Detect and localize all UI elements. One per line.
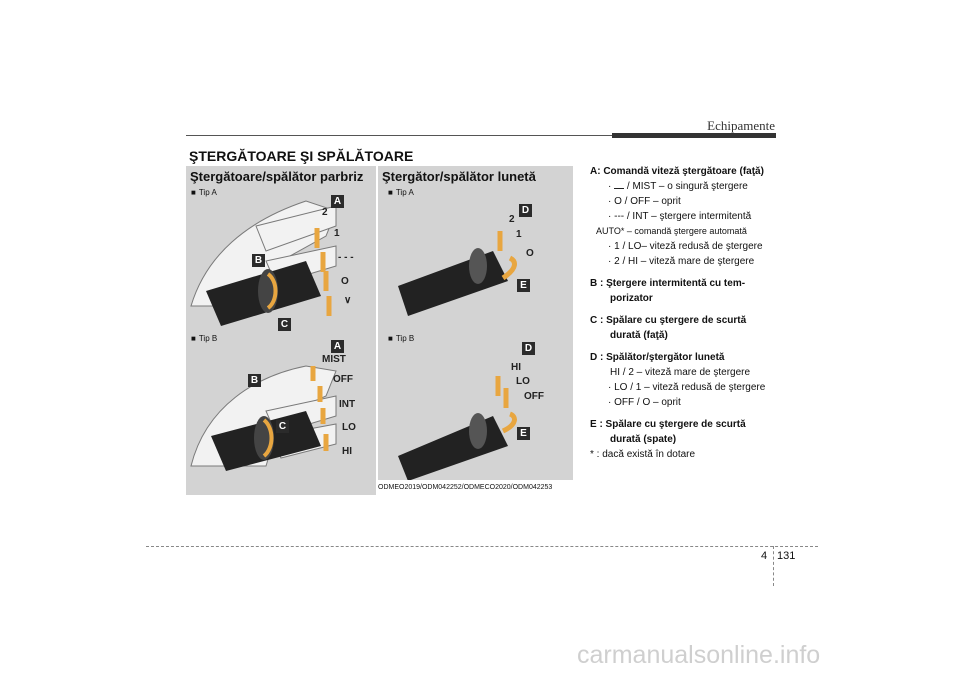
header-section-title: Echipamente: [707, 118, 775, 133]
footer-divider: [773, 546, 774, 586]
front-label-off-b: OFF: [333, 374, 353, 385]
front-label-mist: ∨: [344, 295, 352, 306]
front-letter-c-tip-b: C: [276, 420, 289, 433]
image-code: ODMEO2019/ODM042252/ODMECO2020/ODM042253: [378, 484, 553, 491]
rear-label-off: OFF: [524, 391, 544, 402]
front-letter-a: A: [331, 195, 344, 208]
chapter-number: 4: [761, 550, 768, 562]
rear-letter-e-tip-b: E: [517, 427, 530, 440]
legend-e-cont: durată (spate): [610, 434, 677, 445]
front-letter-a-tip-b: A: [331, 340, 344, 353]
front-label-1: 1: [334, 228, 340, 239]
legend-c: C : Spălare cu ştergere de scurtă: [590, 315, 747, 326]
rear-label-hi: HI: [511, 362, 521, 373]
legend-d-item-2: · LO / 1 – viteză redusă de ştergere: [608, 382, 766, 393]
rear-stalk-illustration: [398, 231, 517, 480]
rear-wiper-panel: Ştergător/spălător lunetă Tip A Tip B D …: [378, 166, 573, 480]
front-letter-b: B: [252, 254, 265, 267]
legend-d-item-3: · OFF / O – oprit: [608, 397, 681, 408]
rear-letter-d-tip-b: D: [522, 342, 535, 355]
rear-tip-b: Tip B: [388, 334, 414, 343]
rear-letter-e: E: [517, 279, 530, 292]
legend-d: D : Spălător/ştergător lunetă: [590, 352, 725, 363]
legend-note: * : dacă există în dotare: [590, 449, 696, 460]
front-wiper-panel: Ştergătoare/spălător parbriz Tip A Tip B…: [186, 166, 376, 495]
legend-b: B : Ştergere intermitentă cu tem-: [590, 278, 746, 289]
front-label-hi-b: HI: [342, 446, 352, 457]
header-bar: [612, 133, 776, 138]
front-letter-b-tip-b: B: [248, 374, 261, 387]
front-letter-c: C: [278, 318, 291, 331]
legend-c-cont: durată (faţă): [610, 330, 668, 341]
rear-label-2: 2: [509, 214, 515, 225]
front-label-2: 2: [322, 207, 328, 218]
legend: A: Comandă viteză ştergătoare (faţă) · /…: [590, 164, 773, 462]
legend-a-item-4: · 1 / LO– viteză redusă de ştergere: [608, 241, 763, 252]
page-title: ŞTERGĂTOARE ŞI SPĂLĂTOARE: [189, 148, 414, 164]
rear-label-1: 1: [516, 229, 522, 240]
legend-d-item-1: HI / 2 – viteză mare de ştergere: [610, 367, 751, 378]
page-number: 131: [777, 550, 796, 562]
front-label-int: - - -: [338, 252, 354, 263]
legend-a-item-5: · 2 / HI – viteză mare de ştergere: [608, 256, 755, 267]
legend-a-item-1: · / MIST – o singură ştergere: [608, 180, 748, 192]
front-label-int-b: INT: [339, 399, 356, 410]
front-label-lo-b: LO: [342, 422, 356, 433]
header-rule: [186, 135, 776, 136]
front-label-o: O: [341, 276, 349, 287]
rear-label-o: O: [526, 248, 534, 259]
front-label-mist-b: MIST: [322, 354, 346, 365]
legend-a-item-2: · O / OFF – oprit: [608, 196, 681, 207]
legend-b-cont: porizator: [610, 293, 653, 304]
legend-e: E : Spălare cu ştergere de scurtă: [590, 419, 746, 430]
legend-a-item-auto: AUTO* – comandă ştergere automată: [596, 226, 747, 236]
front-tip-a: Tip A: [191, 188, 217, 197]
footer-rule: [146, 546, 818, 547]
front-tip-b: Tip B: [191, 334, 217, 343]
chevron-down-icon: [614, 180, 625, 189]
rear-letter-d: D: [519, 204, 532, 217]
watermark: carmanualsonline.info: [577, 641, 821, 669]
rear-label-lo: LO: [516, 376, 530, 387]
rear-tip-a: Tip A: [388, 188, 414, 197]
legend-a-title: A: Comandă viteză ştergătoare (faţă): [590, 166, 764, 177]
front-panel-heading: Ştergătoare/spălător parbriz: [190, 169, 364, 184]
rear-panel-heading: Ştergător/spălător lunetă: [382, 169, 536, 184]
legend-a-item-3: · --- / INT – ştergere intermitentă: [608, 211, 752, 222]
front-stalk-illustration: [190, 200, 337, 471]
